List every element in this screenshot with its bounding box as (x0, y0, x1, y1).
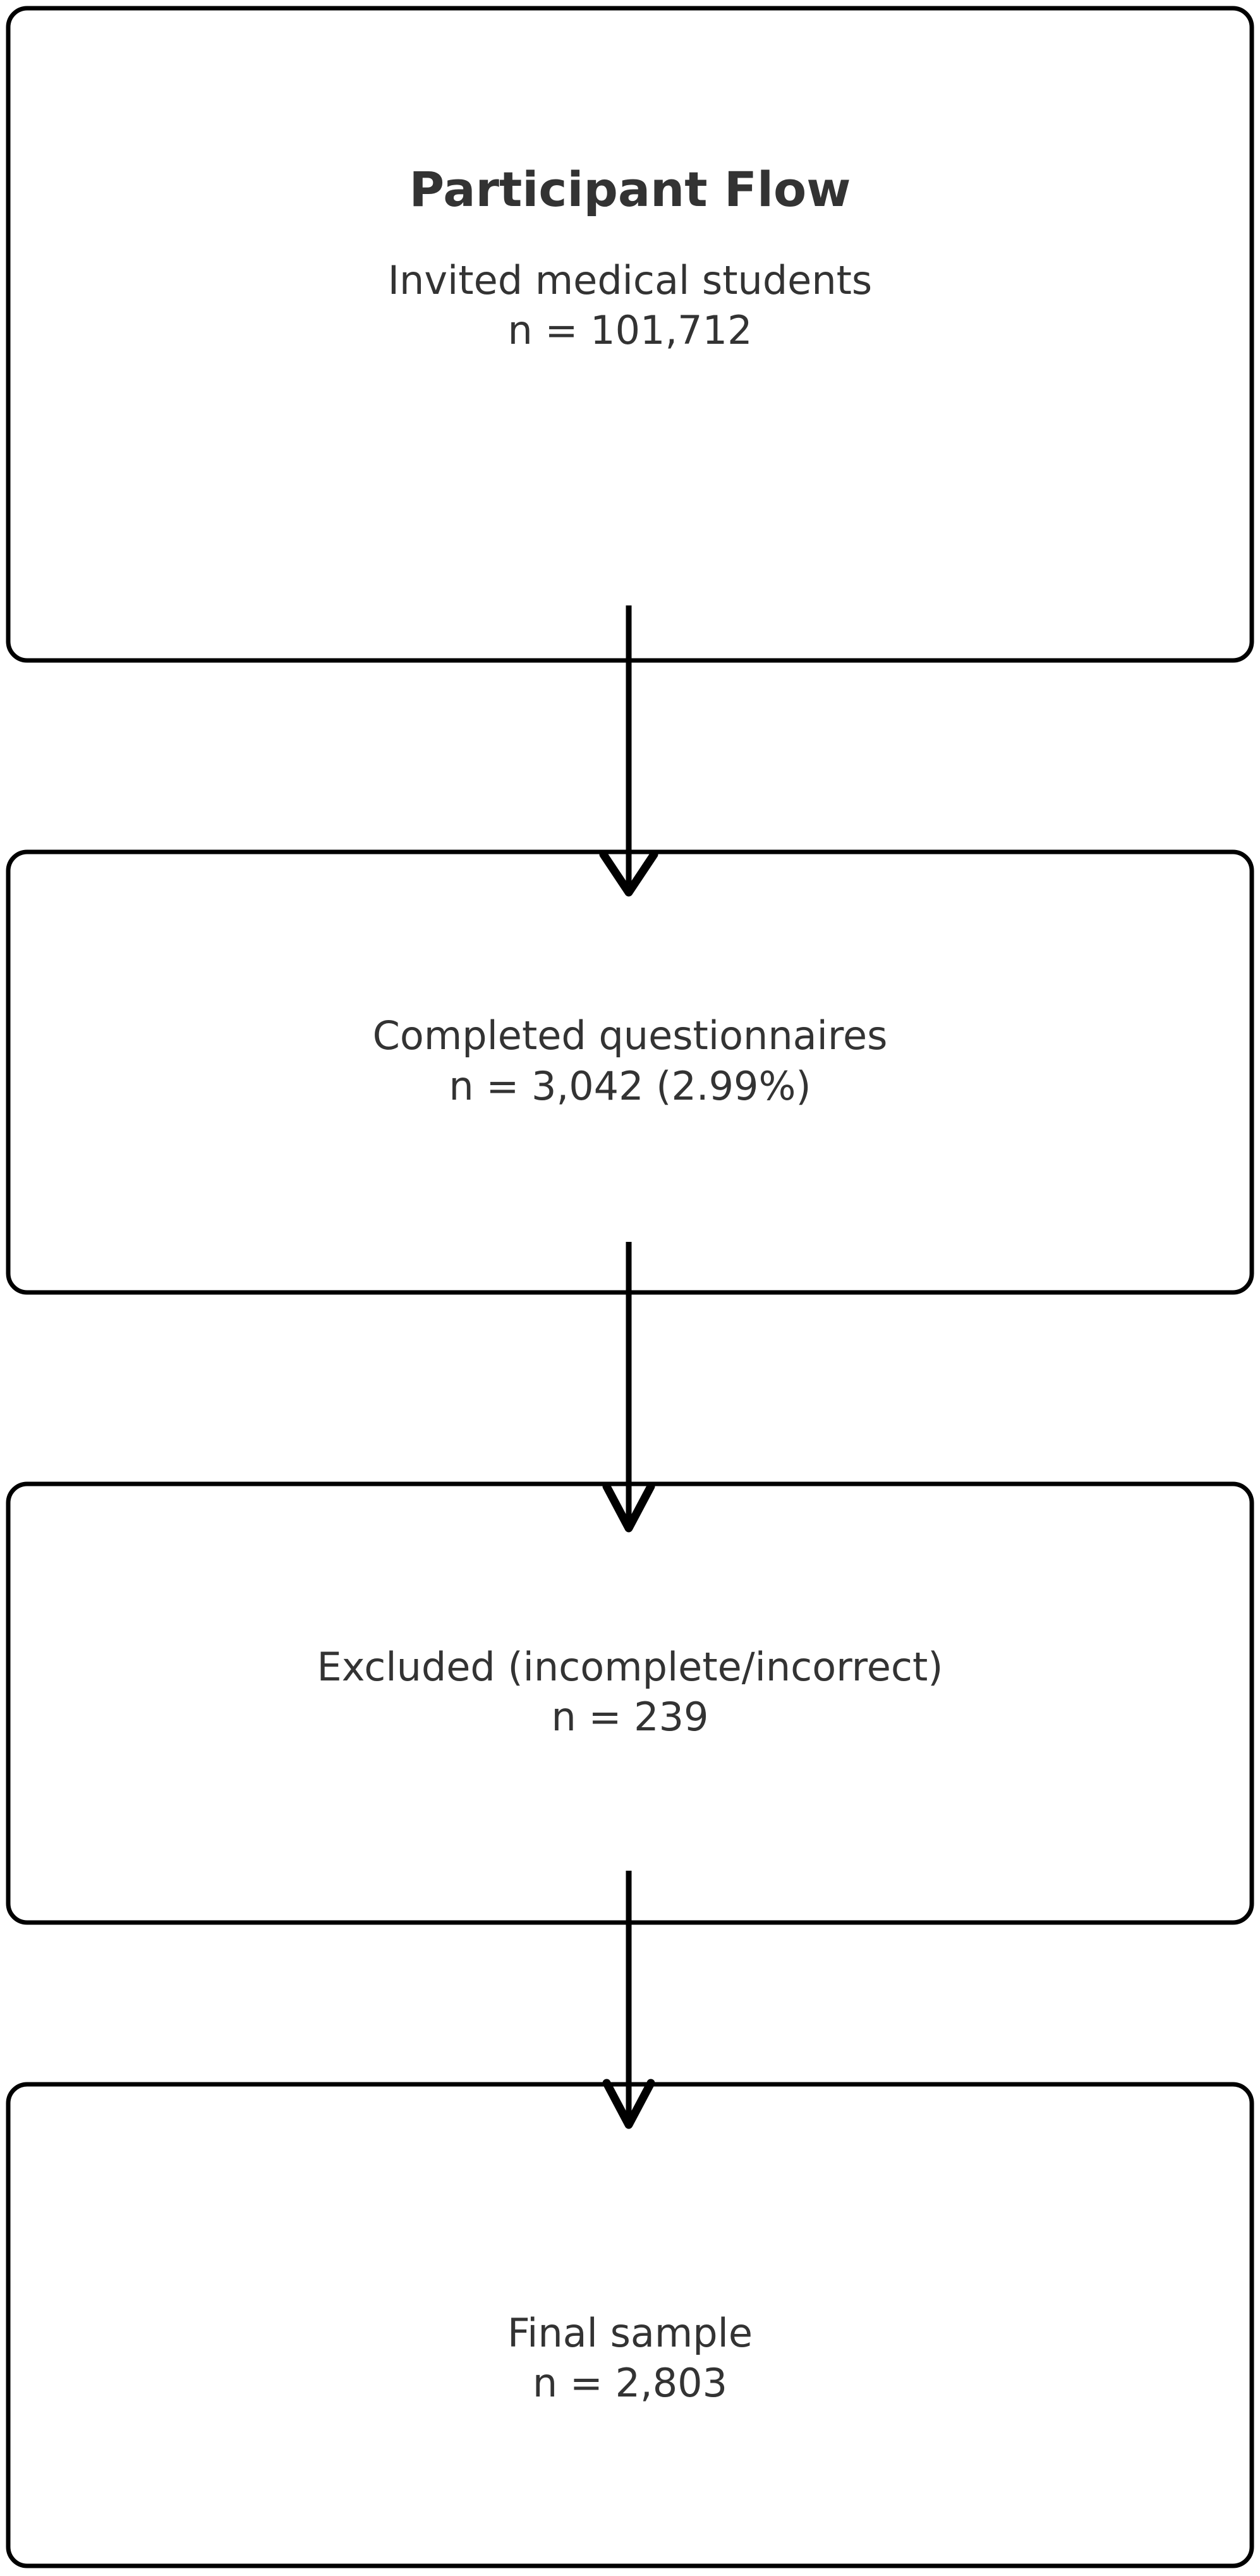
diagram-title: Participant Flow (409, 161, 851, 217)
node-count-excluded: n = 239 (551, 1694, 709, 1740)
flow-node-invited-medical-students[interactable]: Participant Flow Invited medical student… (6, 6, 1254, 662)
node-text-block: Final sample n = 2,803 (507, 2308, 753, 2409)
arrow-excluded-to-final (602, 1871, 655, 2129)
node-label-invited: Invited medical students (387, 257, 873, 303)
node-label-completed: Completed questionnaires (372, 1012, 888, 1059)
flow-node-excluded[interactable]: Excluded (incomplete/incorrect) n = 239 (6, 1482, 1254, 1924)
node-outline-excluded (6, 1481, 1254, 1925)
node-outline-final (6, 2082, 1254, 2568)
node-count-invited: n = 101,712 (507, 307, 753, 353)
node-text-block: Completed questionnaires n = 3,042 (2.99… (373, 1011, 888, 1111)
node-text-block: Excluded (incomplete/incorrect) n = 239 (317, 1642, 943, 1742)
arrow-completed-to-excluded (602, 1242, 655, 1533)
flow-node-completed-questionnaires[interactable]: Completed questionnaires n = 3,042 (2.99… (6, 850, 1254, 1294)
node-count-completed: n = 3,042 (2.99%) (449, 1062, 811, 1109)
node-outline-invited (6, 6, 1254, 663)
node-label-final: Final sample (507, 2309, 753, 2356)
node-count-final: n = 2,803 (532, 2360, 728, 2406)
node-label-excluded: Excluded (incomplete/incorrect) (317, 1643, 943, 1690)
flow-node-final-sample[interactable]: Final sample n = 2,803 (6, 2082, 1254, 2568)
arrow-invited-to-completed (599, 605, 658, 897)
node-text-block: Participant Flow Invited medical student… (388, 164, 872, 356)
node-outline-completed (6, 849, 1254, 1295)
